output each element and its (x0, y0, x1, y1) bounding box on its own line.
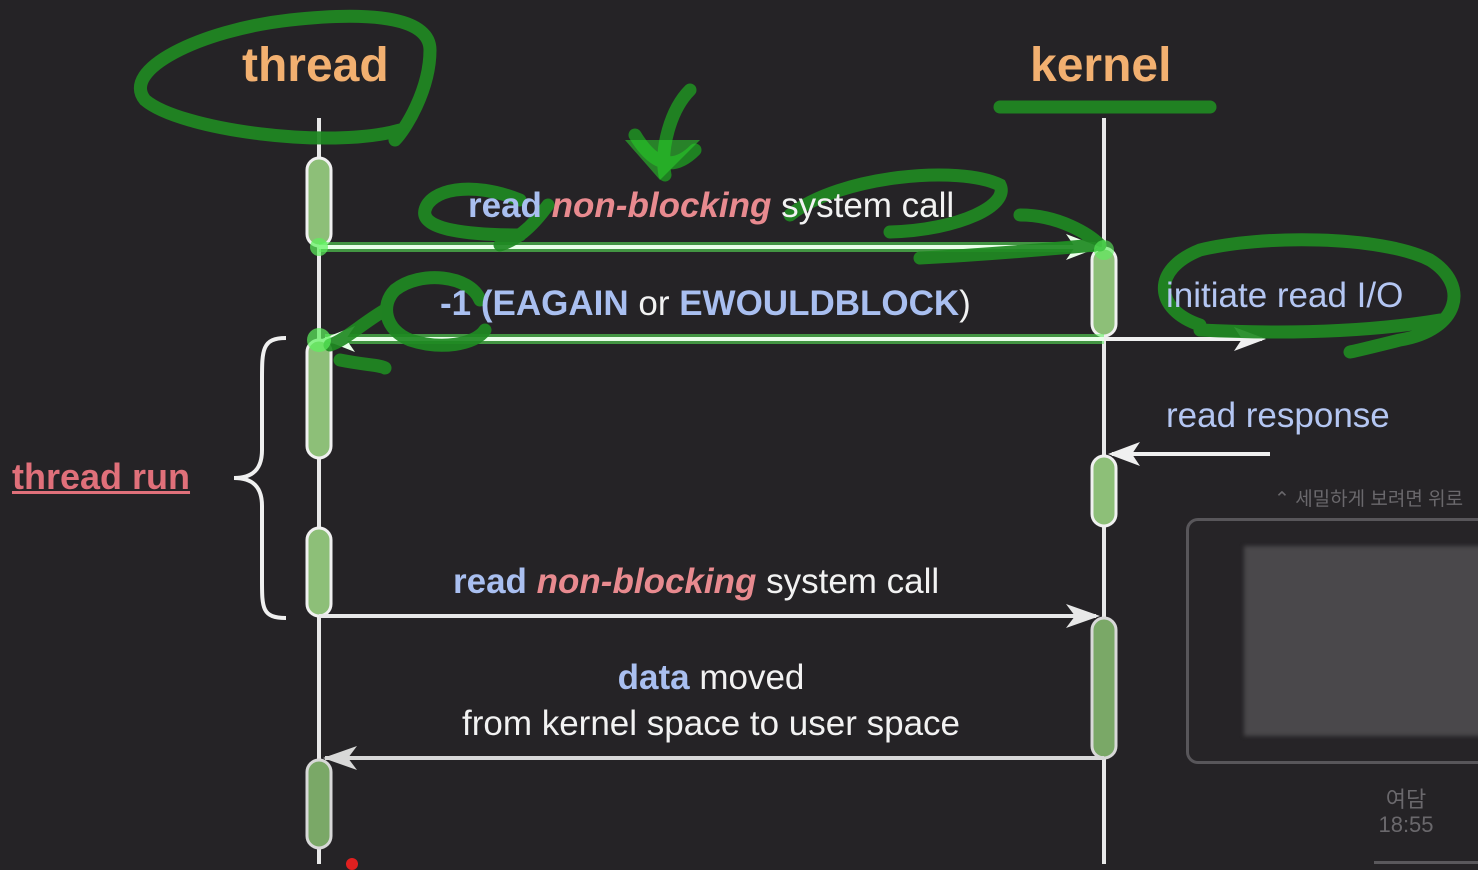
keyword-non-blocking: non-blocking (536, 562, 757, 601)
message-data-moved-line2: from kernel space to user space (461, 704, 960, 743)
text-system-call: system call (766, 562, 940, 601)
thread-run-brace (233, 336, 287, 620)
arrow-read-response (1108, 442, 1270, 466)
message-data-moved: data moved (0, 658, 1422, 698)
message-return1: -1 (EAGAIN or EWOULDBLOCK) (440, 284, 971, 324)
pen-highlight (307, 140, 1114, 352)
chapter-thumbnail[interactable] (1186, 518, 1478, 764)
errno-ewouldblock: EWOULDBLOCK (679, 284, 960, 323)
text-or: or (628, 284, 680, 323)
pen-annotation (133, 9, 1461, 375)
actor-kernel: kernel (1030, 39, 1172, 92)
keyword-non-blocking: non-blocking (551, 186, 772, 225)
thread-activation (305, 758, 333, 850)
message-initiate-io: initiate read I/O (1166, 276, 1404, 315)
text-moved: moved (689, 658, 805, 697)
keyword-read: read (453, 562, 527, 601)
keyword-read: read (468, 186, 542, 225)
arrow-data-moved (323, 746, 1104, 770)
chapter-time[interactable]: 18:55 (1378, 812, 1434, 837)
kernel-activation (1090, 454, 1118, 528)
scroll-up-hint[interactable]: ⌃ 세밀하게 보려면 위로 (1274, 489, 1464, 510)
thread-activation (305, 338, 333, 460)
arrow-syscall2 (319, 604, 1100, 628)
thumbnail-preview (1244, 546, 1478, 736)
progress-bar[interactable] (1374, 861, 1478, 864)
errno-eagain: EAGAIN (492, 284, 629, 323)
keyword-data: data (617, 658, 690, 697)
kernel-activation (1090, 246, 1118, 338)
chapter-title[interactable]: 여담 (1385, 787, 1427, 812)
playhead-dot[interactable] (346, 858, 358, 870)
text-close-paren: ) (959, 284, 971, 323)
thread-run-label: thread run (12, 456, 191, 497)
message-syscall1: read non-blocking system call (468, 186, 954, 226)
message-read-response: read response (1166, 396, 1390, 435)
actor-thread: thread (242, 39, 389, 92)
return-code: -1 ( (440, 284, 493, 323)
thread-activation (305, 526, 333, 618)
text-system-call: system call (781, 186, 955, 225)
message-syscall2: read non-blocking system call (453, 562, 939, 602)
thread-activation (305, 156, 333, 248)
